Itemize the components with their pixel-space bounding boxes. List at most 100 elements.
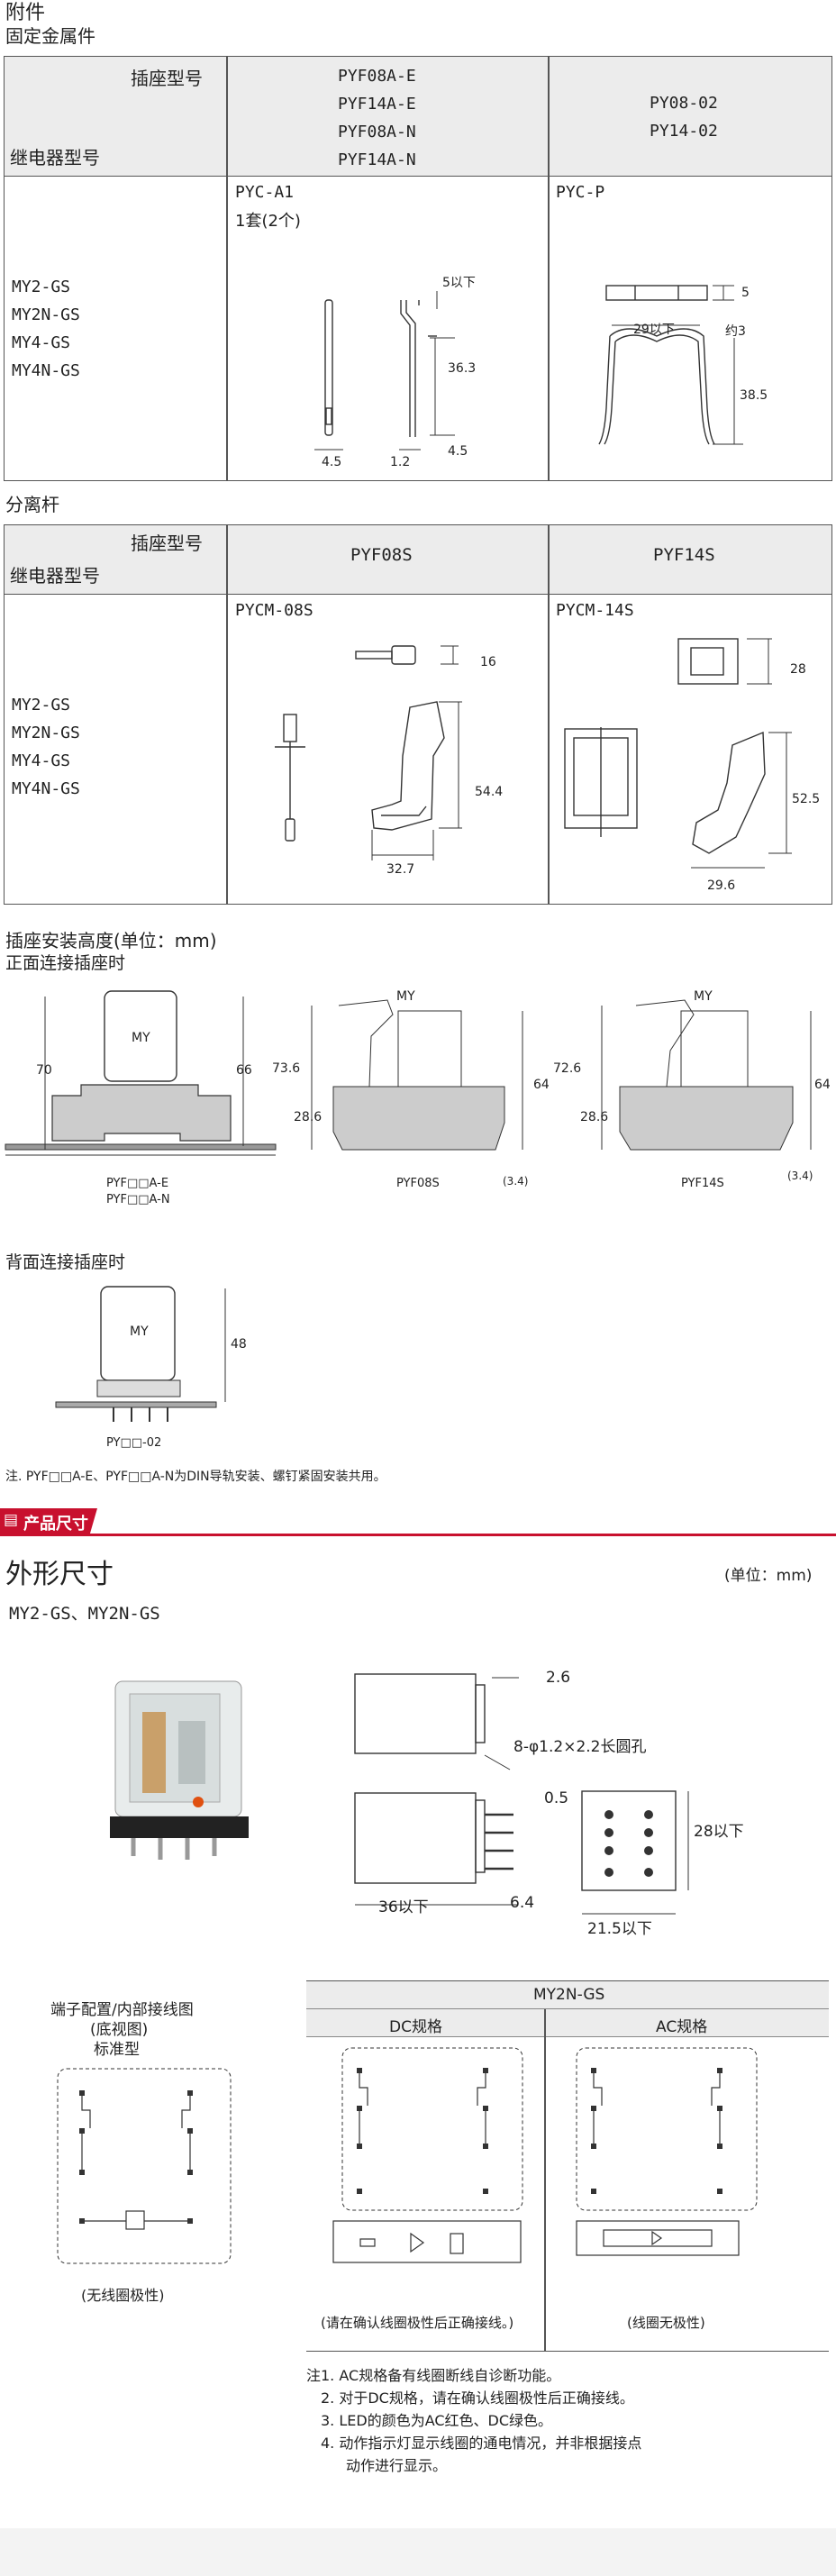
dim-text: 21.5以下 — [587, 1920, 652, 1938]
notes: 注1. AC规格备有线圈断线自诊断功能。 2. 对于DC规格，请在确认线圈极性后… — [306, 2364, 641, 2477]
part-pyc-p: PYC-P — [556, 183, 605, 202]
model-item: PYF08A-E — [338, 67, 416, 86]
release-col2: PYF14S — [653, 545, 715, 565]
fixing-table: 插座型号 继电器型号 PYF08A-E PYF14A-E PYF08A-N PY… — [4, 56, 832, 481]
section-fixing: 固定金属件 — [5, 25, 95, 47]
relay-item: MY2-GS — [12, 696, 71, 715]
outline-drawing — [354, 1673, 689, 1915]
dim-text: 6.4 — [510, 1894, 535, 1912]
dc-diagram — [332, 2047, 523, 2263]
section-front: 正面连接插座时 — [5, 953, 126, 973]
banner-label: 产品尺寸 — [23, 1515, 88, 1534]
pyc-p-drawing — [598, 285, 743, 445]
dim-text: 1.2 — [390, 455, 411, 469]
dim-text: 4.5 — [322, 455, 342, 469]
dim-text: 16 — [480, 655, 496, 669]
relay-item: MY2N-GS — [12, 724, 80, 742]
dim-text: 0.5 — [544, 1789, 569, 1807]
fixing-col1-models: PYF08A-E PYF14A-E PYF08A-N PYF14A-N — [338, 62, 416, 174]
relay-label-my: MY — [130, 1324, 149, 1339]
wiring-left-caption: (无线圈极性) — [81, 2287, 165, 2304]
outline-unit: (单位：mm) — [724, 1567, 813, 1585]
height-note: 注. PYF□□A-E、PYF□□A-N为DIN导轨安装、螺钉紧固安装共用。 — [5, 1470, 386, 1484]
dim-text: 5以下 — [442, 276, 476, 290]
dim-text: 54.4 — [475, 785, 504, 799]
section-back: 背面连接插座时 — [5, 1252, 126, 1272]
note-item: 4. 动作指示灯显示线圈的通电情况，并非根据接点 — [321, 2435, 642, 2452]
outline-models: MY2-GS、MY2N-GS — [9, 1604, 160, 1624]
model-item: PYF08A-N — [338, 123, 416, 141]
caption: PYF14S — [681, 1177, 724, 1190]
wiring-right-table: MY2N-GS DC规格 AC规格 — [306, 1980, 829, 2352]
dim-text: 28以下 — [694, 1823, 744, 1841]
dim-text: 73.6 — [272, 1061, 301, 1076]
dim-text: 2.6 — [546, 1669, 571, 1687]
model-item: PY08-02 — [650, 94, 718, 113]
dim-text: 36以下 — [378, 1898, 429, 1916]
dim-text: 28 — [790, 662, 806, 677]
relay-item: MY4-GS — [12, 751, 71, 770]
model-item: PYF14A-E — [338, 95, 416, 114]
wiring-left-subtitle: (底视图) — [90, 2021, 149, 2039]
relay-item: MY4N-GS — [12, 361, 80, 380]
caption: PYF08S — [396, 1177, 440, 1190]
dim-text: 28.6 — [294, 1110, 323, 1124]
dim-text: 52.5 — [792, 792, 821, 806]
release-relay-list: MY2-GS MY2N-GS MY4-GS MY4N-GS — [12, 691, 80, 803]
part-qty: 1套(2个) — [235, 212, 301, 231]
ac-spec: AC规格 — [656, 2018, 708, 2036]
caption: PY□□-02 — [106, 1436, 162, 1450]
fixing-relay-list: MY2-GS MY2N-GS MY4-GS MY4N-GS — [12, 273, 80, 385]
dim-text: 72.6 — [553, 1061, 582, 1076]
dim-text: 36.3 — [448, 361, 477, 376]
dim-text: 5 — [741, 286, 750, 300]
relay-item: MY2-GS — [12, 278, 71, 296]
relay-photo — [110, 1680, 249, 1860]
dim-text: 约3 — [725, 324, 746, 339]
part-pycm-14s: PYCM-14S — [556, 601, 634, 620]
wiring-left-title: 端子配置/内部接线图 — [50, 2001, 194, 2019]
fixing-col2-models: PY08-02 PY14-02 — [650, 89, 718, 145]
model-item: PYF14A-N — [338, 150, 416, 169]
dim-text: 70 — [36, 1063, 52, 1078]
part-pycm-08s: PYCM-08S — [235, 601, 314, 620]
wiring-left-diagram — [57, 2068, 232, 2264]
product-dims-banner: ▤ 产品尺寸 — [0, 1508, 836, 1536]
dim-text: 29.6 — [707, 878, 736, 893]
relay-label: 继电器型号 — [10, 147, 100, 168]
dim-text: (3.4) — [787, 1170, 813, 1182]
relay-label-my: MY — [694, 989, 713, 1004]
note-item: 动作进行显示。 — [346, 2457, 448, 2474]
relay-label: 继电器型号 — [10, 565, 100, 587]
section-release: 分离杆 — [5, 494, 59, 515]
dim-text: 4.5 — [448, 444, 468, 459]
pycm-14s-drawing — [564, 638, 792, 869]
dim-text: 38.5 — [740, 388, 768, 403]
section-height: 插座安装高度(单位：mm) — [5, 930, 217, 951]
dim-text: (3.4) — [503, 1175, 529, 1188]
hole-spec: 8-φ1.2×2.2长圆孔 — [513, 1738, 647, 1756]
relay-label-my: MY — [132, 1031, 150, 1045]
dc-spec: DC规格 — [389, 2018, 442, 2036]
socket-label: 插座型号 — [131, 68, 203, 89]
model-item: PY14-02 — [650, 122, 718, 141]
dim-text: 29以下 — [633, 323, 675, 337]
note-item: 2. 对于DC规格，请在确认线圈极性后正确接线。 — [321, 2389, 634, 2407]
caption: PYF□□A-N — [106, 1193, 170, 1206]
dim-text: 64 — [814, 1078, 831, 1092]
caption: PYF□□A-E — [106, 1177, 169, 1190]
outline-title: 外形尺寸 — [5, 1559, 114, 1590]
footer-band — [0, 2528, 836, 2576]
ac-caption: (线圈无极性) — [627, 2315, 705, 2331]
note-item: 3. LED的颜色为AC红色、DC绿色。 — [321, 2412, 553, 2429]
wiring-left-type: 标准型 — [94, 2041, 140, 2059]
relay-item: MY4N-GS — [12, 779, 80, 798]
back-socket-drawing — [55, 1286, 226, 1422]
dim-text: 66 — [236, 1063, 252, 1078]
pyc-a1-drawing — [314, 291, 455, 451]
relay-item: MY4-GS — [12, 333, 71, 352]
height-drawings — [5, 990, 812, 1156]
note-item: 注1. AC规格备有线圈断线自诊断功能。 — [306, 2367, 561, 2384]
dim-text: 64 — [533, 1078, 550, 1092]
release-table: 插座型号 继电器型号 PYF08S PYF14S MY2-GS MY2N-GS … — [4, 524, 832, 905]
